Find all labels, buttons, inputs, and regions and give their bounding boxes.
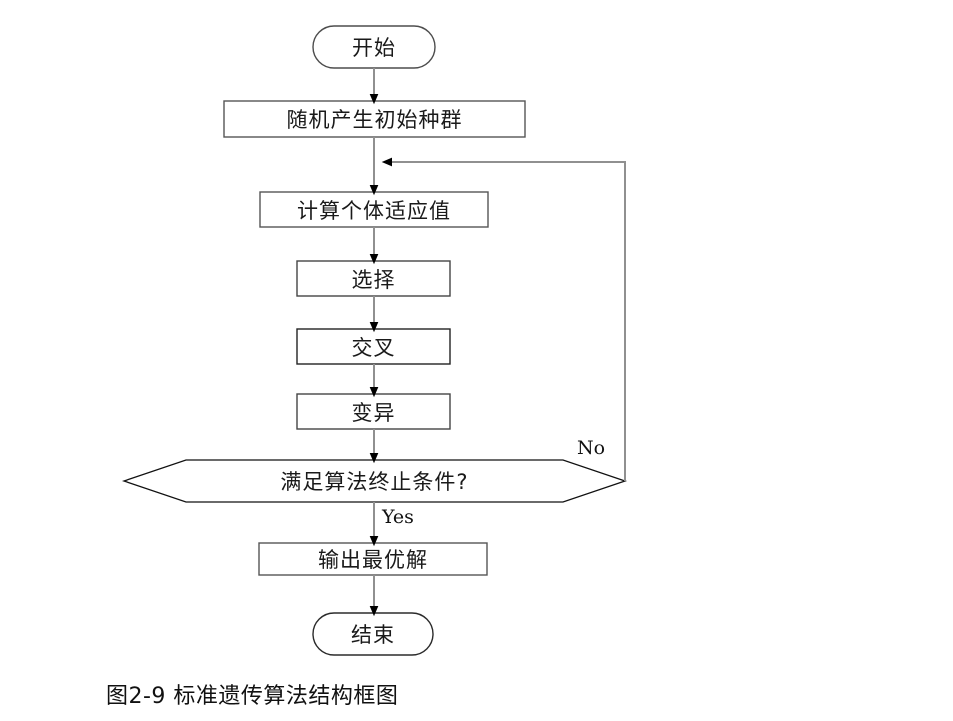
figure-caption: 图2-9 标准遗传算法结构框图 (106, 684, 399, 709)
node-crossover-shape (296, 328, 451, 365)
node-output-shape (258, 542, 488, 576)
node-start-shape (312, 25, 436, 69)
node-fitness-shape (259, 191, 489, 228)
node-mutation-shape (296, 393, 451, 430)
edge-label-yes: Yes (382, 506, 414, 528)
node-init-population-shape (223, 100, 526, 138)
node-decision-shape (121, 459, 628, 503)
edge-label-no: No (577, 437, 606, 459)
edge-decision-no-feedback (381, 157, 626, 481)
node-end-shape (312, 612, 434, 656)
node-selection-shape (296, 260, 451, 297)
